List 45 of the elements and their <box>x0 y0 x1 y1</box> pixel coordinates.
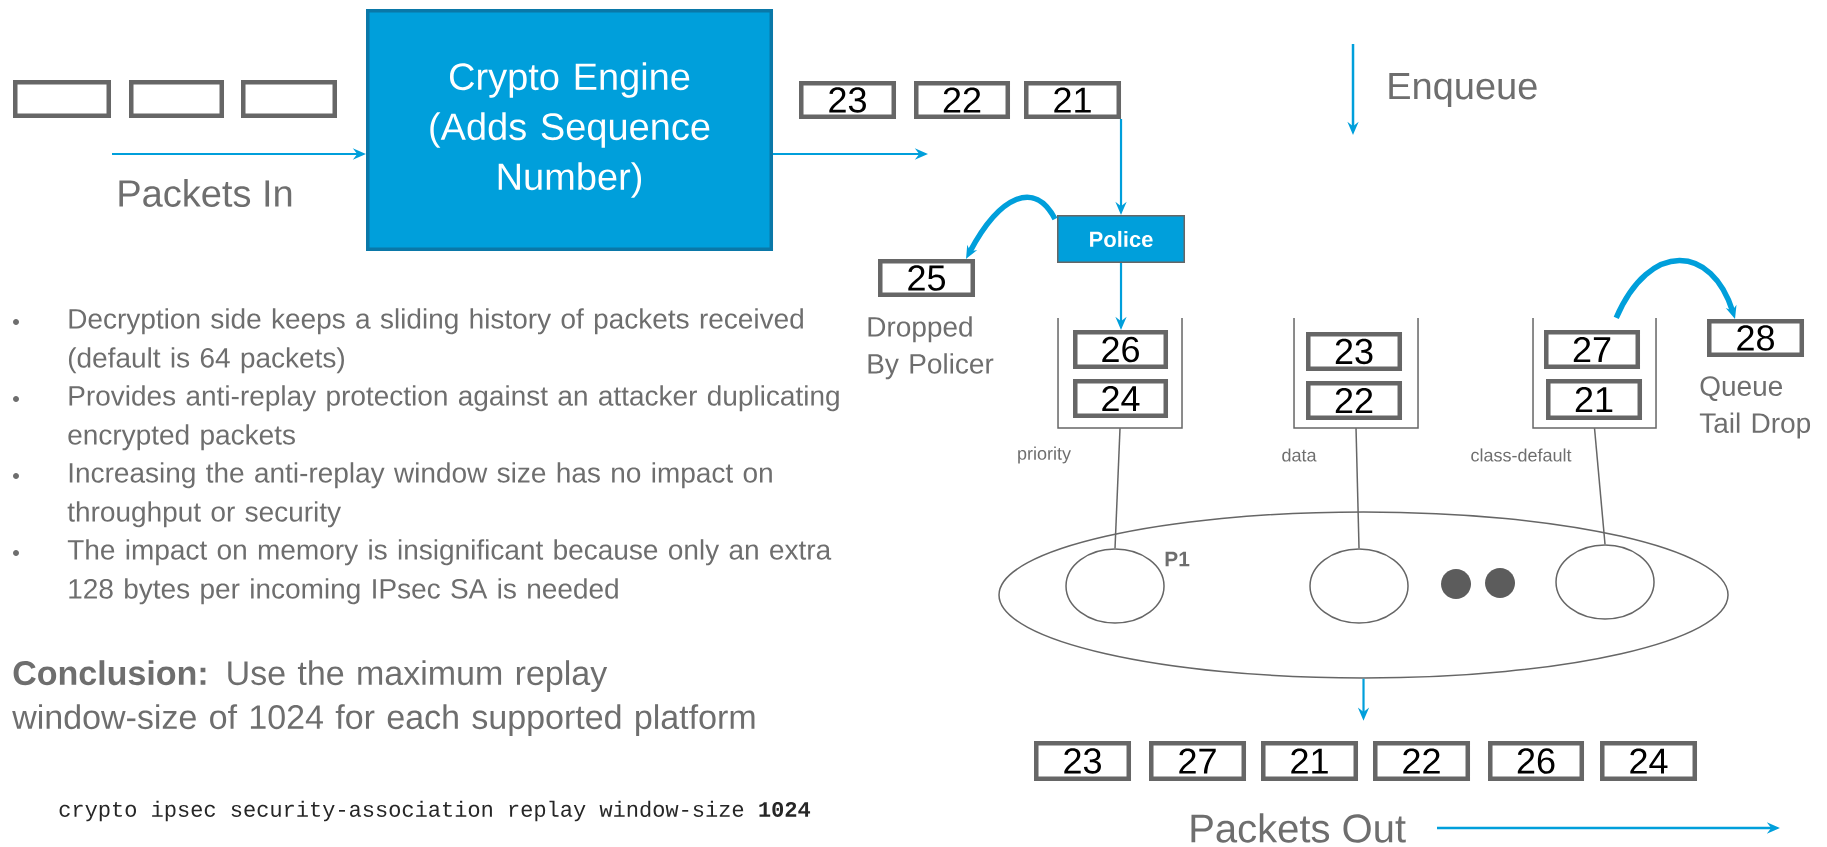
packet-box: 21 <box>1546 379 1642 420</box>
police-box: Police <box>1057 215 1185 263</box>
scheduler-circle <box>1555 544 1655 620</box>
code-line: crypto ipsec security-association replay window-size 1024 <box>59 800 811 822</box>
packet-box: 27 <box>1149 741 1246 781</box>
packet-box: 22 <box>1306 381 1402 420</box>
drop-caption: Queue Tail Drop <box>1699 376 1811 439</box>
bullet-text: Decryption side keeps a sliding history of packets received (default is 64 packets) <box>68 308 803 374</box>
packet-box: 25 <box>878 259 975 297</box>
arrow <box>1613 257 1737 320</box>
packet-box: 26 <box>1073 330 1168 369</box>
queue-priority-label: P1 <box>1165 551 1190 567</box>
packet-box: 21 <box>1261 741 1358 781</box>
packet-box <box>129 80 224 118</box>
bullet-text: Provides anti-replay protection against an attacker duplicating encrypted packets <box>68 385 839 451</box>
scheduler-circle <box>1309 548 1409 624</box>
packet-box: 26 <box>1488 741 1584 781</box>
queue-label: data <box>1282 448 1317 462</box>
queue-bucket <box>1293 317 1419 429</box>
packet-box: 24 <box>1600 741 1697 781</box>
packet-box: 21 <box>1024 81 1121 119</box>
caption: Enqueue <box>1389 73 1537 107</box>
packet-box: 23 <box>1306 332 1402 371</box>
packet-box: 23 <box>799 81 896 119</box>
packet-box <box>241 80 337 118</box>
packet-box: 22 <box>1373 741 1470 781</box>
queue-bucket <box>1532 317 1657 429</box>
packet-box: 22 <box>914 81 1010 119</box>
drop-caption: Dropped By Policer <box>868 316 994 380</box>
packet-box <box>13 80 111 118</box>
bullet-text: Increasing the anti-replay window size has no impact on throughput or security <box>67 462 772 528</box>
packet-box: 28 <box>1707 319 1804 357</box>
engine-box: Crypto Engine (Adds Sequence Number) <box>366 9 773 251</box>
queue-bucket <box>1057 317 1183 429</box>
edge-label: Packets In <box>119 179 292 207</box>
caption: Packets Out <box>1191 813 1406 843</box>
packet-box: 23 <box>1034 741 1131 781</box>
bullet-text: The impact on memory is insignificant because only an extra 128 bytes per incoming IPsec SA is needed <box>67 539 832 605</box>
queue-label: class-default <box>1471 448 1572 462</box>
queue-label: priority <box>1018 446 1071 464</box>
conclusion-text: Conclusion: Use the maximum replay window-size of 1024 for each supported platform <box>12 660 755 736</box>
scheduler-circle <box>1065 548 1165 624</box>
packet-box: 27 <box>1544 330 1640 369</box>
scheduler-ellipse <box>998 511 1729 679</box>
packet-box: 24 <box>1073 379 1168 418</box>
